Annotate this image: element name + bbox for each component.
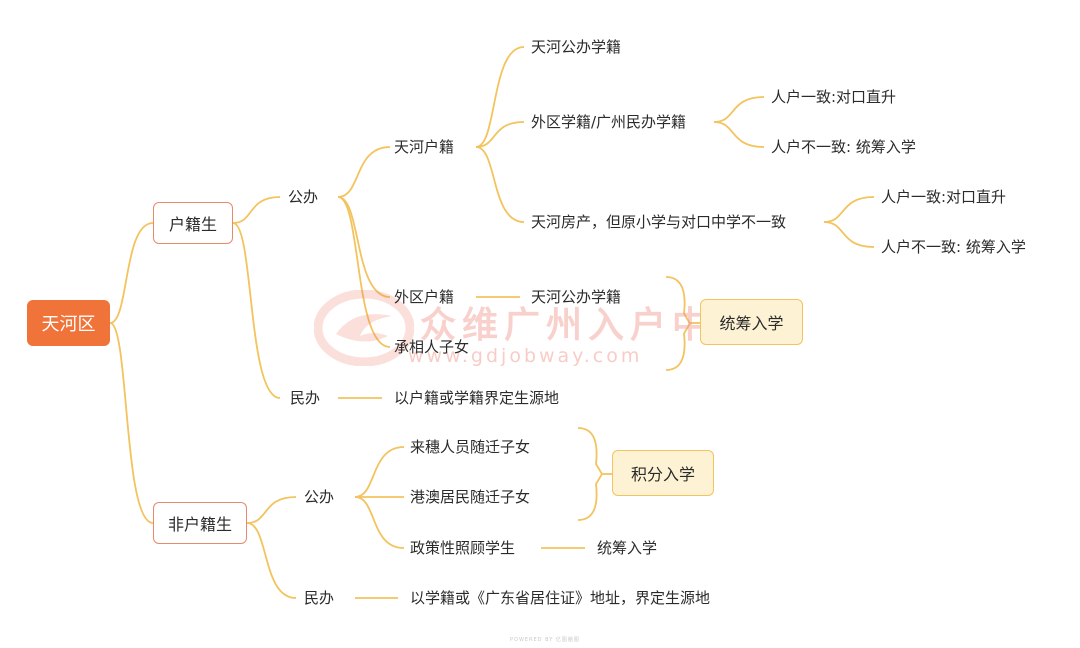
node-outer-district-mismatch[interactable]: 人户不一致: 统筹入学 bbox=[771, 138, 916, 156]
watermark-brand: 众维广州入户中心 bbox=[420, 305, 757, 346]
node-migrant[interactable]: 来穗人员随迁子女 bbox=[410, 438, 531, 456]
node-hukou-private[interactable]: 民办 bbox=[290, 389, 321, 407]
node-renter[interactable]: 承相人子女 bbox=[394, 338, 470, 356]
watermark-url: www.gdjobway.com bbox=[408, 345, 643, 367]
edge-tianhe-property bbox=[475, 146, 525, 223]
root-node[interactable]: 天河区 bbox=[27, 300, 110, 346]
node-policy[interactable]: 政策性照顾学生 bbox=[410, 539, 516, 557]
edge-tianhe-public bbox=[475, 46, 525, 148]
node-policy-child[interactable]: 统筹入学 bbox=[597, 539, 658, 557]
edge-od-match bbox=[713, 96, 765, 123]
node-hukou[interactable]: 户籍生 bbox=[153, 202, 233, 244]
node-hk-macau[interactable]: 港澳居民随迁子女 bbox=[410, 488, 531, 506]
node-outer-hukou-child[interactable]: 天河公办学籍 bbox=[531, 288, 622, 306]
node-non-hukou-private[interactable]: 民办 bbox=[304, 589, 335, 607]
node-tianhe-public[interactable]: 天河公办学籍 bbox=[531, 38, 622, 56]
node-tianhe-hukou[interactable]: 天河户籍 bbox=[394, 138, 455, 156]
edge-nhpublic-migrant bbox=[354, 446, 405, 498]
edge-public-renter bbox=[337, 196, 391, 348]
node-hukou-public[interactable]: 公办 bbox=[288, 188, 319, 206]
edge-hukou-private bbox=[232, 222, 281, 399]
node-property[interactable]: 天河房产，但原小学与对口中学不一致 bbox=[531, 213, 787, 231]
powered-by: POWERED BY 亿图脑图 bbox=[510, 637, 580, 643]
group-jifen[interactable]: 积分入学 bbox=[612, 450, 714, 496]
edge-nonhukou-public bbox=[246, 496, 297, 524]
edge-root-hukou bbox=[109, 222, 154, 324]
group-tongchou[interactable]: 统筹入学 bbox=[700, 299, 803, 345]
node-non-hukou-public[interactable]: 公办 bbox=[304, 488, 335, 506]
node-property-match[interactable]: 人户一致:对口直升 bbox=[881, 188, 1007, 206]
edge-od-mismatch bbox=[713, 121, 765, 148]
edge-tianhe-outerdistrict bbox=[475, 121, 525, 148]
edge-prop-mismatch bbox=[823, 221, 875, 248]
edge-nhpublic-policy bbox=[354, 496, 405, 549]
node-outer-district[interactable]: 外区学籍/广州民办学籍 bbox=[531, 113, 687, 131]
bracket-jifen bbox=[577, 427, 604, 521]
edge-public-tianhe bbox=[337, 146, 391, 198]
edge-root-non-hukou bbox=[109, 322, 154, 524]
edge-hukou-public bbox=[232, 196, 281, 224]
node-outer-hukou[interactable]: 外区户籍 bbox=[394, 288, 455, 306]
node-non-hukou-private-child[interactable]: 以学籍或《广东省居住证》地址，界定生源地 bbox=[410, 589, 711, 607]
node-outer-district-match[interactable]: 人户一致:对口直升 bbox=[771, 88, 897, 106]
edge-prop-match bbox=[823, 196, 875, 223]
node-property-mismatch[interactable]: 人户不一致: 统筹入学 bbox=[881, 238, 1026, 256]
edge-public-outer bbox=[337, 196, 391, 298]
watermark-logo-icon bbox=[314, 290, 414, 366]
node-non-hukou[interactable]: 非户籍生 bbox=[153, 502, 247, 544]
node-hukou-private-child[interactable]: 以户籍或学籍界定生源地 bbox=[394, 389, 560, 407]
edge-nonhukou-private bbox=[246, 522, 297, 599]
